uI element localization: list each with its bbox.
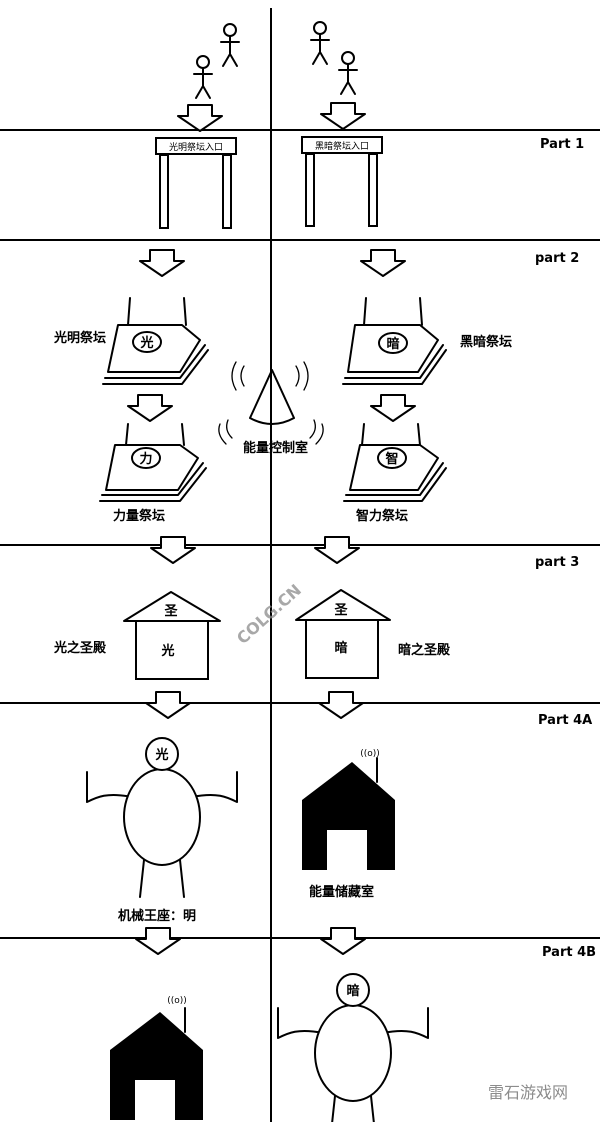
dark-altar-label: 黑暗祭坛 — [460, 334, 512, 350]
arrow-to-throne — [145, 691, 191, 719]
energy-control-room: 能量控制室 — [218, 361, 324, 456]
arrow-to-light-altar — [139, 249, 185, 277]
light-gate-label: 光明祭坛入口 — [169, 141, 223, 153]
arrow-to-dark-robot — [320, 927, 366, 955]
storage-room-b: ((o)) — [109, 996, 204, 1121]
part-4a-label: Part 4A — [538, 713, 592, 728]
arrow-to-light-temple — [150, 536, 196, 564]
light-altar: 光 光明祭坛 — [53, 297, 209, 385]
colg-watermark: COLG.CN — [233, 580, 305, 648]
throne-robot: 光 机械王座：明 — [86, 737, 238, 924]
arrow-to-storage-b — [135, 927, 181, 955]
dark-robot: 暗 — [277, 973, 429, 1126]
dark-altar-glyph: 暗 — [386, 336, 399, 352]
throne-label: 机械王座：明 — [118, 908, 196, 924]
throne-robot-head-glyph: 光 — [154, 747, 168, 763]
dark-temple-roof-glyph: 圣 — [334, 603, 348, 618]
light-temple-roof-glyph: 圣 — [164, 604, 178, 619]
arrow-to-dark-gate — [320, 102, 366, 130]
part-2-label: part 2 — [535, 251, 579, 266]
party-right — [310, 21, 358, 95]
wisdom-altar-glyph: 智 — [385, 451, 398, 467]
arrow-to-dark-temple — [314, 536, 360, 564]
part-3-label: part 3 — [535, 555, 579, 570]
arrow-to-power-altar — [127, 394, 173, 422]
storage-b-signal: ((o)) — [167, 996, 187, 1006]
part-1-label: Part 1 — [540, 137, 584, 152]
power-altar-glyph: 力 — [139, 451, 152, 467]
light-altar-label: 光明祭坛 — [53, 330, 106, 346]
light-temple-glyph: 光 — [160, 643, 174, 659]
dark-gate: 黑暗祭坛入口 — [301, 136, 383, 227]
arrow-to-storage — [318, 691, 364, 719]
arrow-to-light-gate — [177, 104, 223, 132]
wisdom-altar-label: 智力祭坛 — [356, 508, 408, 524]
storage-signal: ((o)) — [360, 749, 380, 759]
dark-temple-label: 暗之圣殿 — [398, 642, 451, 658]
arrow-to-dark-altar — [360, 249, 406, 277]
arrow-to-wisdom-altar — [370, 394, 416, 422]
storage-label: 能量储藏室 — [309, 884, 374, 900]
light-temple-label: 光之圣殿 — [53, 640, 107, 656]
part-4b-label: Part 4B — [542, 945, 596, 960]
control-room-label: 能量控制室 — [243, 440, 308, 456]
light-gate: 光明祭坛入口 — [155, 137, 237, 229]
site-watermark: 雷石游戏网 — [488, 1083, 568, 1102]
dark-altar: 暗 黑暗祭坛 — [342, 297, 512, 385]
dark-gate-label: 黑暗祭坛入口 — [315, 140, 369, 152]
dark-robot-head-glyph: 暗 — [346, 983, 359, 999]
wisdom-altar: 智 智力祭坛 — [343, 423, 447, 524]
dark-temple-glyph: 暗 — [334, 640, 347, 656]
power-altar: 力 力量祭坛 — [99, 423, 207, 524]
energy-storage-room: ((o)) 能量储藏室 — [301, 749, 396, 900]
power-altar-label: 力量祭坛 — [113, 508, 165, 524]
dark-temple: 圣 暗 暗之圣殿 — [295, 589, 451, 679]
party-left — [193, 23, 240, 99]
light-temple: 圣 光 光之圣殿 — [53, 591, 221, 680]
light-altar-glyph: 光 — [139, 335, 153, 351]
